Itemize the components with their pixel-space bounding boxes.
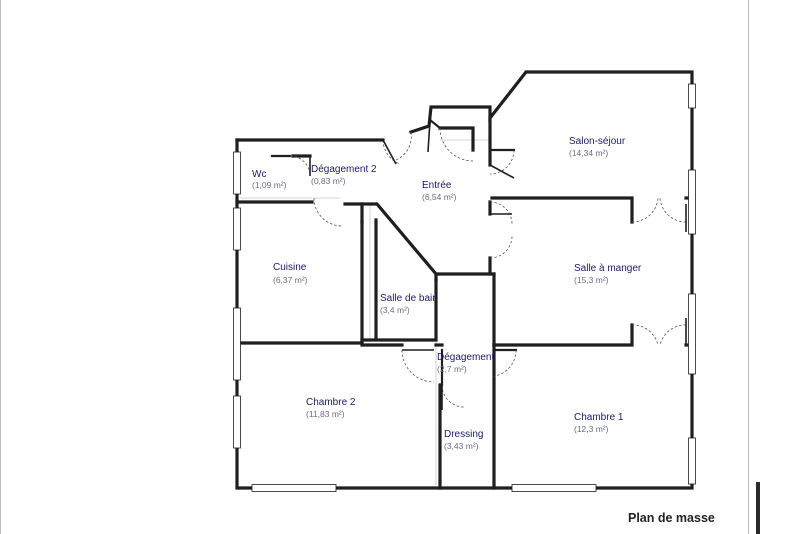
- walls: [235, 70, 694, 490]
- room-label-cuisine: Cuisine (6,37 m²): [273, 262, 308, 285]
- room-label-degagement-2: Dégagement 2 (0,83 m²): [311, 164, 377, 186]
- room-area: (2,7 m²): [437, 364, 467, 374]
- room-area: (12,3 m²): [574, 424, 609, 434]
- room-name: Dégagement: [437, 352, 494, 363]
- page-edge-mark: [756, 482, 760, 534]
- room-name: Cuisine: [273, 262, 307, 273]
- room-name: Wc: [252, 169, 266, 180]
- room-label-wc: Wc (1,09 m²): [252, 169, 287, 190]
- room-name: Dressing: [444, 429, 483, 440]
- room-label-chambre-1: Chambre 1 (12,3 m²): [574, 412, 624, 434]
- room-name: Chambre 1: [574, 412, 624, 423]
- room-label-salle-a-manger: Salle à manger (15,3 m²): [574, 263, 642, 285]
- room-area: (15,3 m²): [574, 275, 609, 285]
- room-label-chambre-2: Chambre 2 (11,83 m²): [306, 397, 356, 419]
- room-area: (11,83 m²): [306, 409, 345, 419]
- room-name: Entrée: [422, 180, 452, 191]
- room-area: (14,34 m²): [569, 148, 608, 158]
- room-name: Salle à manger: [574, 263, 642, 274]
- room-area: (6,54 m²): [422, 192, 457, 202]
- room-label-degagement: Dégagement (2,7 m²): [437, 352, 494, 374]
- room-name: Chambre 2: [306, 397, 356, 408]
- room-name: Dégagement 2: [311, 164, 377, 175]
- room-label-dressing: Dressing (3,43 m²): [444, 429, 483, 451]
- room-area: (1,09 m²): [252, 180, 287, 190]
- room-name: Salon-séjour: [569, 136, 626, 147]
- room-area: (0,83 m²): [311, 176, 346, 186]
- doors: [289, 119, 687, 410]
- plan-caption: Plan de masse: [628, 511, 715, 525]
- room-area: (6,37 m²): [273, 275, 308, 285]
- room-label-entree: Entrée (6,54 m²): [422, 180, 457, 202]
- room-area: (3,4 m²): [380, 305, 410, 315]
- room-label-salle-de-bain: Salle de bain (3,4 m²): [380, 293, 438, 315]
- room-name: Salle de bain: [380, 293, 438, 304]
- room-area: (3,43 m²): [444, 441, 479, 451]
- partition-lines: [240, 139, 490, 485]
- windows: [233, 83, 696, 492]
- room-label-salon-sejour: Salon-séjour (14,34 m²): [569, 136, 626, 158]
